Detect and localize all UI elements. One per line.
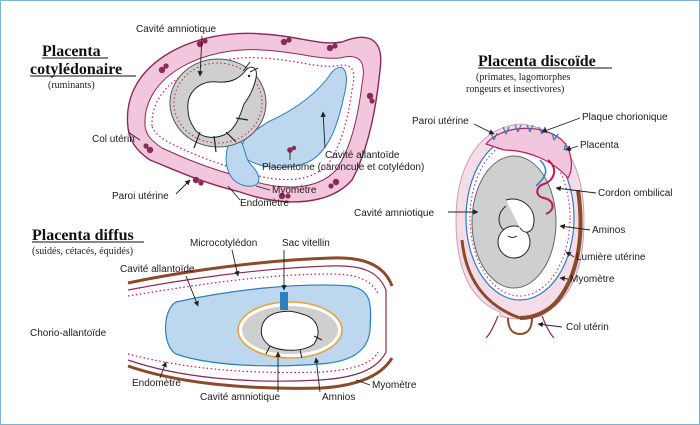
discoid-subtitle-line2: rongeurs et insectivores) bbox=[466, 84, 564, 95]
discoid-title: Placenta discoïde bbox=[478, 53, 596, 70]
discoid-chorionic-plate-label: Plaque chorionique bbox=[582, 112, 668, 123]
discoid-uterine-lumen-label: Lumière utérine bbox=[576, 252, 646, 263]
diffuse-placenta-drawing bbox=[127, 256, 394, 390]
diffuse-subtitle: (suidés, cétacés, équidés) bbox=[32, 246, 133, 257]
discoid-placenta-disc bbox=[485, 127, 572, 180]
diffuse-yolk-sac bbox=[280, 292, 288, 310]
cotyledonary-allantoic-lobe bbox=[225, 139, 260, 187]
diffuse-title: Placenta diffus bbox=[32, 227, 134, 244]
fetus-pig-illustration bbox=[260, 310, 323, 359]
diffuse-amniotic-cavity-label: Cavité amniotique bbox=[200, 392, 280, 403]
diffuse-amnion-label: Amnios bbox=[322, 392, 355, 403]
discoid-amniotic-cavity-label: Cavité amniotique bbox=[354, 208, 434, 219]
discoid-subtitle-line1: (primates, lagomorphes bbox=[476, 72, 571, 83]
discoid-placenta-label: Placenta bbox=[580, 140, 619, 151]
cotyledonary-placenta-drawing bbox=[126, 32, 382, 203]
fetus-ruminant-illustration bbox=[187, 61, 259, 153]
cotyledonary-cervix-label: Col utérin bbox=[92, 134, 135, 145]
diffuse-myometrium-label: Myomètre bbox=[372, 380, 417, 391]
fetus-human-illustration bbox=[497, 198, 535, 259]
cotyledonary-myometrium-label: Myomètre bbox=[272, 185, 317, 196]
discoid-amnion-label: Aminos bbox=[592, 225, 625, 236]
cotyledonary-title-line1: Placenta bbox=[42, 43, 101, 60]
cotyledonary-placentome-label: Placentome (caroncule et cotylédon) bbox=[262, 162, 424, 173]
discoid-cervix bbox=[485, 315, 555, 339]
diffuse-chorio-allantois-label: Chorio-allantoïde bbox=[30, 328, 107, 339]
diffuse-microcotyledon-label: Microcotylédon bbox=[190, 238, 257, 249]
cotyledonary-endometrium-label: Endomètre bbox=[240, 198, 289, 209]
discoid-placenta-drawing bbox=[455, 123, 585, 339]
diffuse-allantoic-cavity-label: Cavité allantoïde bbox=[120, 264, 195, 275]
cotyledonary-title-line2: cotylédonaire bbox=[30, 61, 122, 78]
discoid-uterine-wall-label: Paroi utérine bbox=[412, 116, 469, 127]
discoid-myometrium-label: Myomètre bbox=[570, 274, 615, 285]
discoid-myometrium-band bbox=[519, 189, 583, 320]
discoid-amniotic-cavity bbox=[471, 155, 557, 289]
discoid-umbilical-cord-label: Cordon ombilical bbox=[598, 188, 672, 199]
cotyledonary-subtitle: (ruminants) bbox=[48, 80, 95, 91]
diffuse-myometrium-bottom bbox=[127, 357, 394, 390]
cotyledonary-allantoic-cavity-label: Cavité allantoïde bbox=[325, 150, 400, 161]
cotyledonary-amniotic-cavity-label: Cavité amniotique bbox=[136, 24, 216, 35]
discoid-umbilical-cord bbox=[535, 159, 556, 215]
diffuse-yolk-sac-label: Sac vitellin bbox=[282, 238, 330, 249]
cotyledonary-uterine-wall-label: Paroi utérine bbox=[112, 191, 169, 202]
discoid-cervix-label: Col utérin bbox=[566, 322, 609, 333]
cotyledonary-placentomes bbox=[143, 37, 375, 200]
diffuse-myometrium-top bbox=[127, 256, 394, 287]
diffuse-endometrium-label: Endomètre bbox=[132, 378, 181, 389]
